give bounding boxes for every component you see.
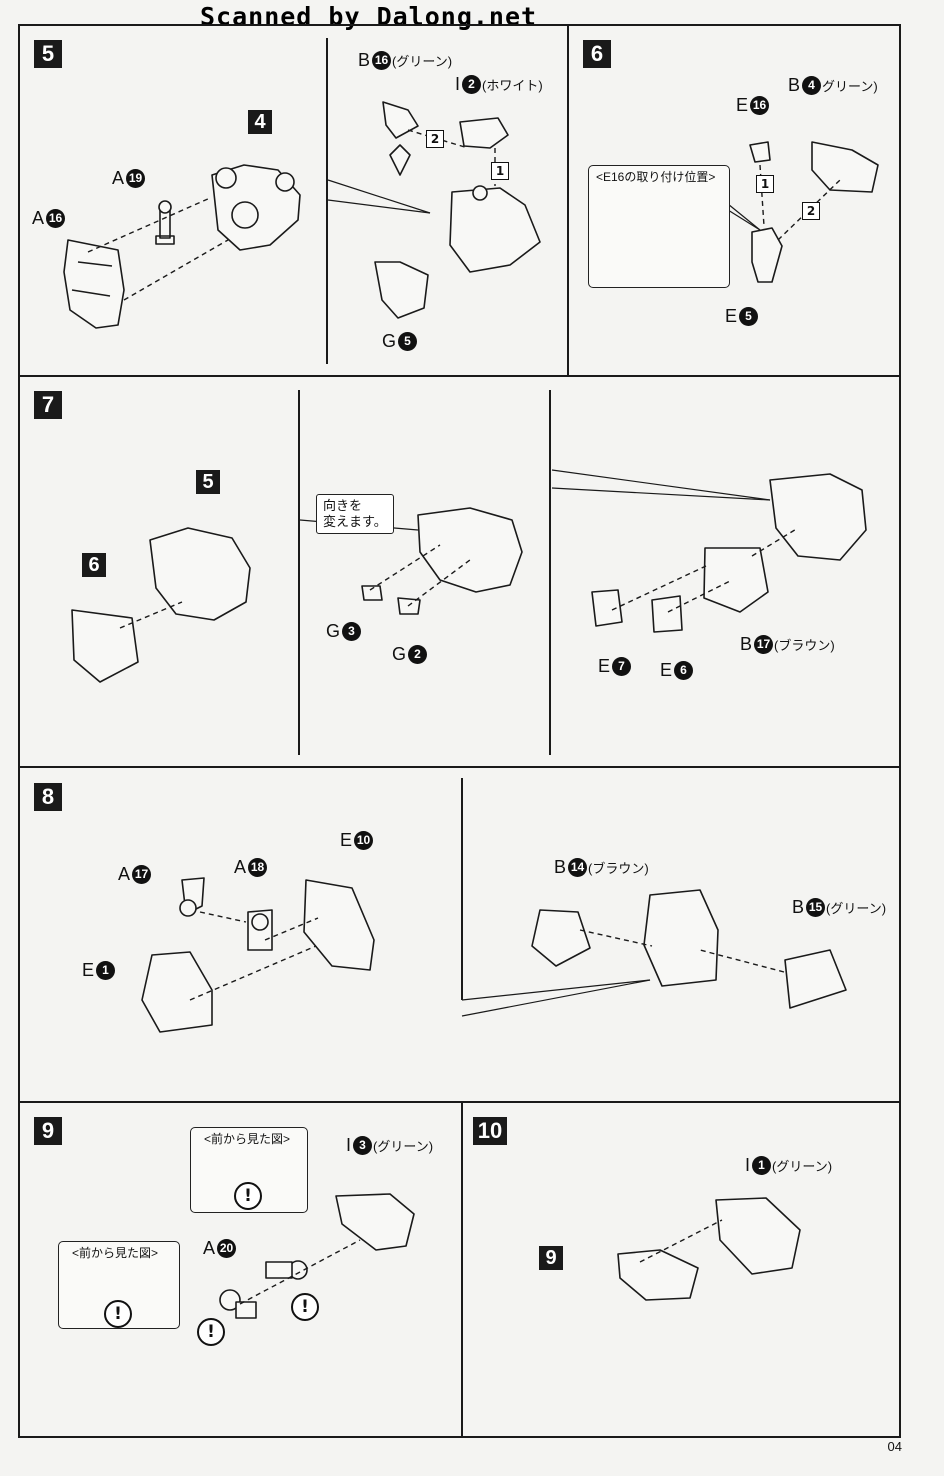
- part-i1-green: [715, 1197, 801, 1275]
- step7-divider-a: [298, 390, 300, 755]
- part-e1: [141, 951, 213, 1033]
- front-view-title-1: <前から見た図>: [204, 1132, 291, 1146]
- part-g5: [374, 261, 429, 319]
- page-number: 04: [887, 1439, 902, 1454]
- step-number-9: 9: [34, 1117, 62, 1145]
- waist-armor-6: [71, 609, 139, 683]
- part-i3-green: [335, 1193, 415, 1251]
- part-b16-green: [382, 101, 419, 139]
- sequence-marker-2: 2: [802, 202, 820, 220]
- change-direction-note: 向きを 変えます。: [316, 494, 394, 534]
- leg-assembly: [643, 889, 719, 987]
- part-a20: [235, 1301, 257, 1319]
- part-e7: [591, 589, 623, 627]
- torso-front-armor: [63, 239, 125, 329]
- step5-divider: [326, 38, 328, 364]
- step-number-7: 7: [34, 391, 62, 419]
- step7-divider-b: [549, 390, 551, 755]
- chest-assembly-7a: [149, 527, 251, 621]
- subassembly-badge-6: 6: [82, 553, 106, 577]
- chest-assembly: [449, 187, 541, 273]
- warning-icon: !: [291, 1293, 319, 1321]
- part-b4-green: [811, 141, 879, 193]
- part-e5: [751, 227, 783, 283]
- sequence-marker-1: 1: [491, 162, 509, 180]
- step-number-5: 5: [34, 40, 62, 68]
- part-e16: [749, 141, 771, 163]
- panel-step-10: [461, 1101, 901, 1438]
- chest-assembly-7c: [769, 473, 867, 561]
- warning-icon: !: [197, 1318, 225, 1346]
- sequence-marker-1: 1: [756, 175, 774, 193]
- subassembly-badge-5: 5: [196, 470, 220, 494]
- e16-position-title: <E16の取り付け位置>: [596, 170, 716, 184]
- sequence-marker-2: 2: [426, 130, 444, 148]
- part-e6: [651, 595, 683, 633]
- front-view-title-2: <前から見た図>: [72, 1246, 159, 1260]
- subassembly-badge-9: 9: [539, 1246, 563, 1270]
- step-number-8: 8: [34, 783, 62, 811]
- part-b17-brown: [703, 547, 769, 613]
- step8-divider: [461, 778, 463, 1000]
- chest-assembly-7b: [417, 507, 523, 593]
- subassembly-badge-4: 4: [248, 110, 272, 134]
- part-b15-green: [784, 949, 847, 1009]
- warning-icon: !: [234, 1182, 262, 1210]
- part-g3: [361, 585, 383, 601]
- scan-credit: Scanned by Dalong.net: [200, 2, 538, 31]
- part-i2-white: [459, 117, 509, 149]
- warning-icon: !: [104, 1300, 132, 1328]
- subassembly-9-shape: [617, 1249, 699, 1301]
- step-number-10: 10: [473, 1117, 507, 1145]
- part-b14-brown: [531, 909, 591, 967]
- e16-position-callout: [588, 165, 730, 288]
- part-e10-assembly: [303, 879, 375, 971]
- step-number-6: 6: [583, 40, 611, 68]
